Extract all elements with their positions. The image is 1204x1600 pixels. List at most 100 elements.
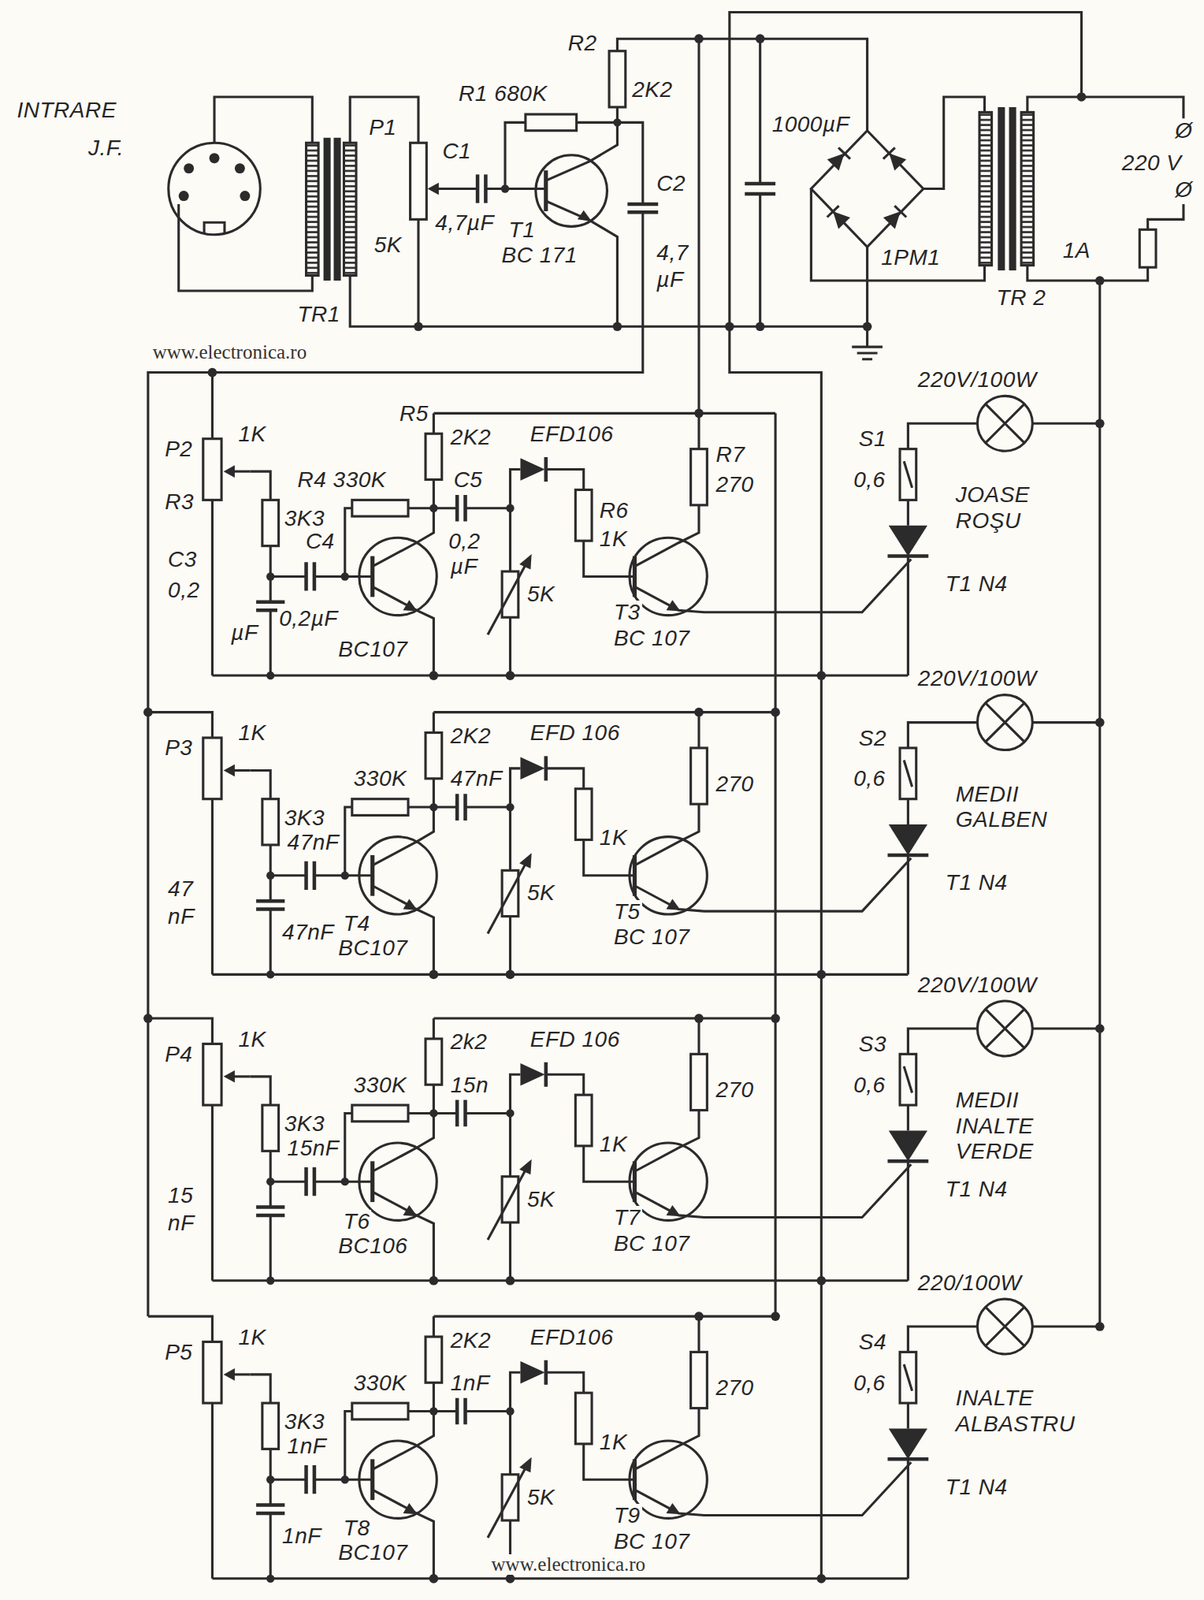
component-label: 5K bbox=[525, 880, 557, 904]
component-label: 5K bbox=[372, 233, 404, 257]
component-label: T1 bbox=[507, 218, 538, 242]
component-label: 270 bbox=[713, 772, 755, 796]
component-label: JOASE bbox=[954, 483, 1032, 506]
component-label: C1 bbox=[440, 139, 473, 163]
component-label: R7 bbox=[713, 442, 747, 466]
component-label: 2K2 bbox=[449, 724, 493, 747]
component-label: 47nF bbox=[286, 830, 342, 854]
component-label: 3K3 bbox=[282, 806, 327, 829]
component-label: EFD106 bbox=[528, 1325, 616, 1349]
component-label: 5K bbox=[525, 1485, 557, 1509]
component-label: 0,2µF bbox=[277, 606, 340, 630]
component-label: T6 bbox=[341, 1209, 372, 1233]
component-label: T8 bbox=[341, 1516, 372, 1539]
component-label: 1K bbox=[598, 825, 629, 849]
component-label: TR1 bbox=[296, 302, 342, 326]
component-label: P4 bbox=[163, 1042, 194, 1066]
component-label: 1K bbox=[598, 1132, 629, 1156]
component-label: C2 bbox=[654, 171, 688, 195]
component-label: BC107 bbox=[336, 637, 409, 661]
component-label: 220/100W bbox=[916, 1270, 1024, 1294]
component-label: 220 V bbox=[1120, 151, 1184, 175]
component-label: 1nF bbox=[449, 1371, 492, 1394]
channel-mid bbox=[203, 694, 1105, 980]
component-label: T3 bbox=[612, 600, 643, 624]
component-label: µF bbox=[654, 267, 685, 291]
component-label: 330K bbox=[352, 1073, 409, 1097]
component-label: BC107 bbox=[336, 1540, 409, 1564]
channel-low bbox=[203, 395, 1105, 681]
component-label: J.F. bbox=[86, 136, 126, 160]
component-label: 2K2 bbox=[449, 1328, 493, 1352]
component-label: 47 bbox=[166, 876, 195, 900]
component-label: 1K bbox=[236, 720, 268, 744]
component-label: 4,7 bbox=[654, 241, 690, 264]
component-label: 5K bbox=[525, 582, 557, 606]
component-label: BC 107 bbox=[612, 925, 692, 948]
component-label: BC 107 bbox=[612, 626, 692, 650]
component-label: EFD106 bbox=[528, 422, 616, 446]
component-label: 220V/100W bbox=[916, 973, 1039, 996]
component-label: 47nF bbox=[280, 920, 336, 944]
component-label: 0,6 bbox=[851, 1371, 887, 1394]
component-label: R2 bbox=[566, 31, 599, 55]
component-label: ALBASTRU bbox=[954, 1412, 1078, 1435]
component-label: 2K2 bbox=[630, 78, 674, 101]
component-label: 270 bbox=[713, 1375, 755, 1399]
component-label: R5 bbox=[397, 401, 431, 425]
component-label: 47nF bbox=[449, 766, 505, 790]
component-label: 1PM1 bbox=[879, 245, 942, 269]
component-label: BC107 bbox=[336, 936, 409, 959]
component-label: T1 N4 bbox=[943, 1177, 1010, 1201]
watermark: www.electronica.ro bbox=[490, 1553, 648, 1575]
component-label: 1A bbox=[1061, 238, 1093, 262]
component-label: Ø bbox=[1173, 178, 1194, 201]
component-label: 330K bbox=[352, 1371, 409, 1394]
component-label: 1K bbox=[236, 1027, 268, 1051]
component-label: 5K bbox=[525, 1187, 557, 1211]
component-label: T7 bbox=[612, 1205, 643, 1229]
component-label: P1 bbox=[367, 115, 398, 139]
component-label: 220V/100W bbox=[916, 367, 1039, 391]
component-label: 15nF bbox=[286, 1136, 342, 1160]
component-label: µF bbox=[229, 620, 260, 644]
component-label: Ø bbox=[1173, 118, 1194, 142]
channel-high bbox=[203, 1298, 1105, 1584]
component-label: S4 bbox=[857, 1330, 889, 1353]
component-label: 0,2 bbox=[446, 529, 482, 553]
component-label: 330K bbox=[352, 766, 409, 790]
component-label: S3 bbox=[857, 1032, 889, 1056]
component-label: T4 bbox=[341, 911, 372, 935]
component-label: R1 680K bbox=[457, 81, 549, 105]
component-label: 270 bbox=[713, 1077, 755, 1101]
component-label: 2K2 bbox=[449, 425, 493, 449]
component-label: nF bbox=[166, 1211, 197, 1234]
component-label: S1 bbox=[857, 427, 889, 450]
component-label: BC 107 bbox=[612, 1529, 692, 1553]
component-label: 3K3 bbox=[282, 1409, 327, 1433]
component-label: R4 330K bbox=[296, 468, 388, 491]
component-label: C5 bbox=[452, 468, 485, 491]
component-label: BC 171 bbox=[500, 243, 580, 267]
component-label: INTRARE bbox=[14, 98, 118, 122]
component-label: 0,2 bbox=[166, 578, 201, 602]
component-label: TR 2 bbox=[995, 286, 1048, 309]
channel-mid-high bbox=[203, 1000, 1105, 1286]
component-label: T1 N4 bbox=[943, 1475, 1010, 1498]
component-label: BC 107 bbox=[612, 1231, 692, 1255]
component-label: 220V/100W bbox=[916, 666, 1039, 690]
component-label: T5 bbox=[612, 899, 643, 923]
component-label: 2k2 bbox=[449, 1029, 490, 1053]
component-label: T1 N4 bbox=[943, 572, 1010, 595]
component-label: P5 bbox=[163, 1340, 194, 1364]
component-label: GALBEN bbox=[954, 807, 1050, 831]
component-label: 4,7µF bbox=[433, 211, 496, 235]
component-label: 1nF bbox=[286, 1434, 329, 1457]
component-label: C4 bbox=[304, 529, 337, 553]
component-label: T9 bbox=[612, 1503, 643, 1527]
component-label: 3K3 bbox=[282, 506, 327, 530]
component-label: 0,6 bbox=[851, 468, 887, 491]
component-label: MEDII bbox=[954, 782, 1021, 806]
